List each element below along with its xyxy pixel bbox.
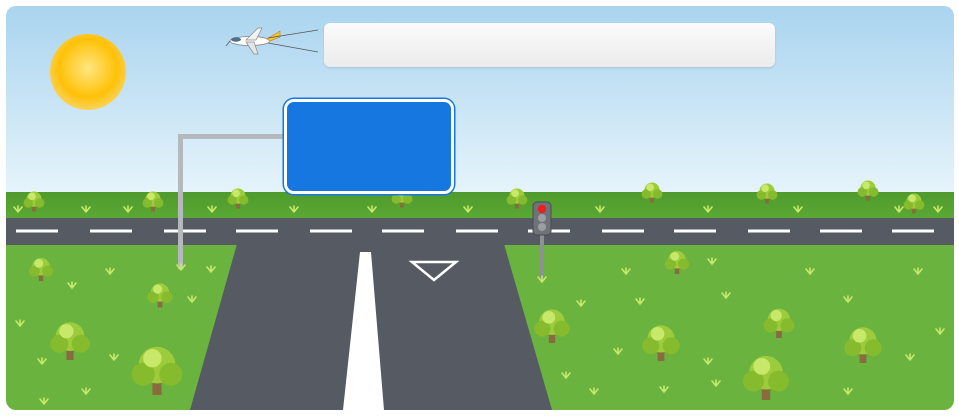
center-line bbox=[343, 252, 384, 410]
traffic-light-icon bbox=[532, 201, 552, 283]
tow-rope bbox=[267, 29, 319, 39]
game-scene bbox=[6, 6, 954, 410]
tow-rope bbox=[267, 42, 319, 53]
airplane-banner bbox=[324, 23, 775, 67]
road-sign bbox=[284, 99, 454, 194]
airplane-icon bbox=[225, 27, 281, 55]
sign-pole bbox=[176, 134, 284, 271]
yield-marking-icon bbox=[408, 260, 460, 282]
sun-icon bbox=[50, 34, 126, 110]
far-grass bbox=[6, 192, 954, 218]
